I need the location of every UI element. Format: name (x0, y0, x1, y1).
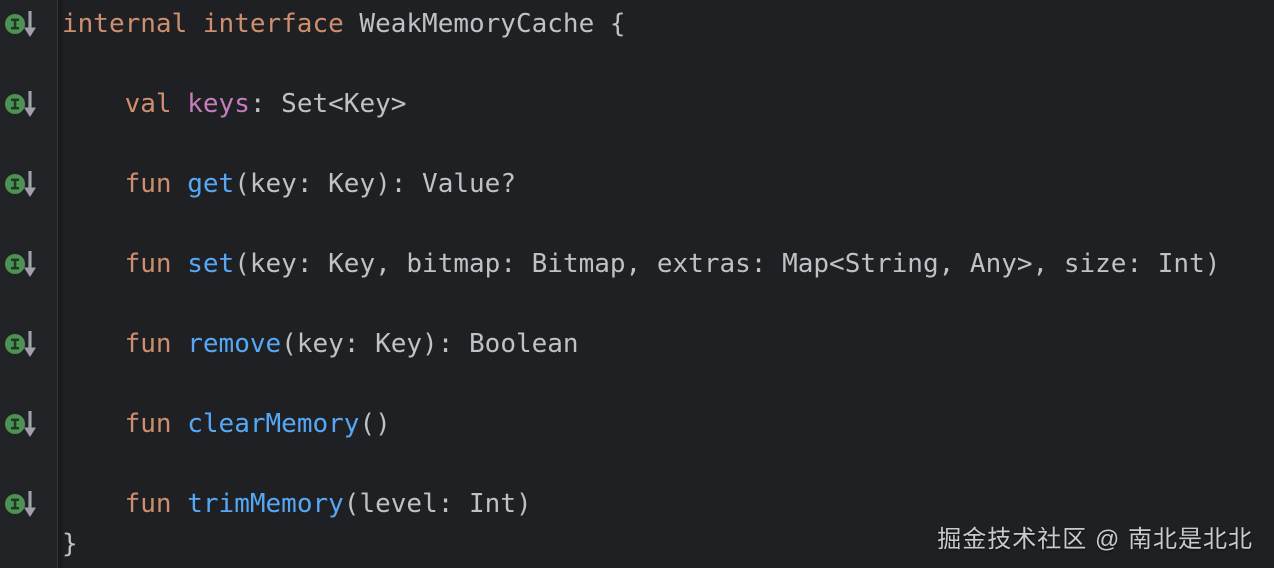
code-area[interactable]: internal interface WeakMemoryCache { val… (58, 0, 1274, 568)
code-token: remove (187, 329, 282, 359)
code-token: clearMemory (187, 409, 360, 439)
code-line[interactable]: fun trimMemory(level: Int) (62, 484, 1274, 524)
gutter-implementation-marker[interactable] (0, 4, 57, 44)
code-token: (level: Int) (343, 489, 532, 519)
code-token: fun (124, 169, 188, 199)
gutter-row-empty (0, 364, 57, 404)
code-token: val (124, 89, 188, 119)
code-token: () (359, 409, 391, 439)
code-token: fun (124, 249, 188, 279)
gutter-row-empty (0, 284, 57, 324)
gutter-implementation-marker[interactable] (0, 404, 57, 444)
implemented-interface-member-icon[interactable] (3, 408, 41, 440)
implemented-interface-member-icon[interactable] (3, 8, 41, 40)
gutter-row-empty (0, 124, 57, 164)
code-line[interactable]: val keys: Set<Key> (62, 84, 1274, 124)
gutter-implementation-marker[interactable] (0, 164, 57, 204)
code-line[interactable] (62, 364, 1274, 404)
code-token: fun (124, 489, 188, 519)
gutter-implementation-marker[interactable] (0, 244, 57, 284)
gutter-row-empty (0, 524, 57, 564)
code-token: (key: Key): Value? (234, 169, 516, 199)
implemented-interface-member-icon[interactable] (3, 328, 41, 360)
implemented-interface-member-icon[interactable] (3, 488, 41, 520)
gutter-implementation-marker[interactable] (0, 484, 57, 524)
code-line[interactable]: fun set(key: Key, bitmap: Bitmap, extras… (62, 244, 1274, 284)
code-token (62, 329, 125, 359)
code-line[interactable] (62, 124, 1274, 164)
code-token: (key: Key): Boolean (281, 329, 579, 359)
code-line[interactable]: fun remove(key: Key): Boolean (62, 324, 1274, 364)
gutter-implementation-marker[interactable] (0, 84, 57, 124)
code-line[interactable]: } (62, 524, 1274, 564)
watermark-text: 掘金技术社区 @ 南北是北北 (937, 526, 1253, 553)
editor-gutter (0, 0, 58, 568)
code-line[interactable] (62, 284, 1274, 324)
code-token: : Set<Key> (249, 89, 407, 119)
code-token (62, 89, 125, 119)
code-token: get (187, 169, 235, 199)
code-token: internal interface (62, 9, 360, 39)
code-token (62, 169, 125, 199)
code-token: } (62, 529, 78, 559)
code-token: trimMemory (187, 489, 344, 519)
code-line[interactable]: fun get(key: Key): Value? (62, 164, 1274, 204)
code-token: (key: Key, bitmap: Bitmap, extras: Map<S… (234, 249, 1221, 279)
code-token (62, 489, 125, 519)
gutter-row-empty (0, 204, 57, 244)
code-line[interactable]: internal interface WeakMemoryCache { (62, 4, 1274, 44)
code-token (62, 409, 125, 439)
code-token: fun (124, 409, 188, 439)
implemented-interface-member-icon[interactable] (3, 248, 41, 280)
code-token: fun (124, 329, 188, 359)
gutter-row-empty (0, 444, 57, 484)
code-token: keys (187, 89, 250, 119)
code-token: WeakMemoryCache { (359, 9, 626, 39)
code-line[interactable]: fun clearMemory() (62, 404, 1274, 444)
implemented-interface-member-icon[interactable] (3, 168, 41, 200)
code-token: set (187, 249, 235, 279)
code-line[interactable] (62, 444, 1274, 484)
implemented-interface-member-icon[interactable] (3, 88, 41, 120)
gutter-row-empty (0, 44, 57, 84)
code-token (62, 249, 125, 279)
code-line[interactable] (62, 204, 1274, 244)
gutter-implementation-marker[interactable] (0, 324, 57, 364)
code-line[interactable] (62, 44, 1274, 84)
